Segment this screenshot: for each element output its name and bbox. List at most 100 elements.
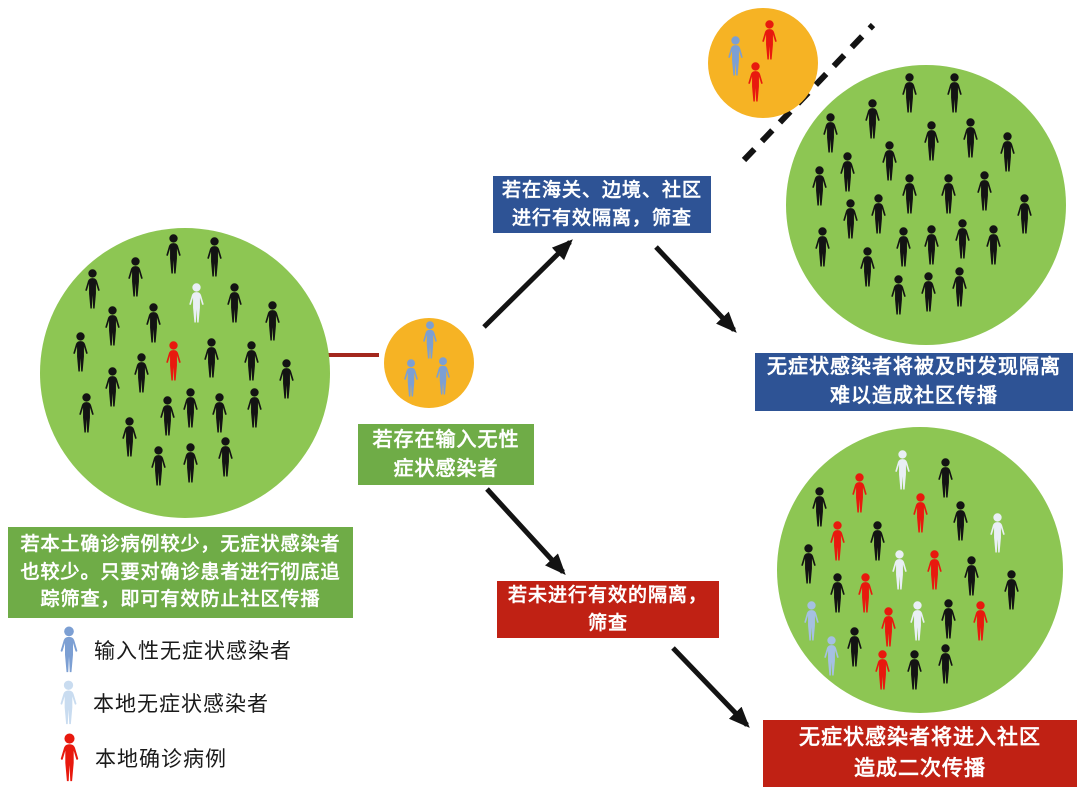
person-icon (202, 338, 221, 378)
red-outcome-box: 无症状感染者将进入社区 造成二次传播 (763, 720, 1077, 787)
legend-item: 本地无症状感染者 (58, 680, 269, 725)
person-icon (894, 227, 913, 267)
person-icon (58, 680, 79, 725)
red-condition-box: 若未进行有效的隔离， 筛查 (497, 581, 719, 638)
person-icon (868, 521, 887, 561)
person-icon (822, 636, 841, 676)
person-icon (880, 141, 899, 181)
bottomright-community-circle (777, 427, 1063, 713)
person-icon (421, 321, 439, 359)
person-icon (71, 332, 90, 372)
green-condition-box: 若存在输入无性 症状感染者 (358, 424, 534, 485)
person-icon (900, 73, 919, 113)
person-icon (799, 544, 818, 584)
person-icon (889, 275, 908, 315)
person-icon (919, 272, 938, 312)
person-icon (869, 194, 888, 234)
person-icon (187, 283, 206, 323)
person-icon (936, 644, 955, 684)
person-icon (939, 174, 958, 214)
person-icon (984, 225, 1003, 265)
person-icon (856, 573, 875, 613)
person-icon (873, 650, 892, 690)
person-icon (905, 650, 924, 690)
green-note-box: 若本土确诊病例较少，无症状感染者 也较少。只要对确诊患者进行彻底追 踪筛查，即可… (8, 527, 353, 618)
arrow-to-bottomright-community (671, 646, 750, 728)
person-icon (263, 301, 282, 341)
topright-community-circle (786, 65, 1066, 345)
legend-item: 本地确诊病例 (58, 733, 227, 782)
person-icon (925, 550, 944, 590)
person-icon (890, 550, 909, 590)
person-icon (760, 20, 779, 60)
person-icon (922, 121, 941, 161)
person-icon (893, 450, 912, 490)
person-icon (164, 341, 183, 381)
person-icon (858, 247, 877, 287)
person-icon (998, 132, 1017, 172)
person-icon (950, 267, 969, 307)
person-icon (939, 599, 958, 639)
person-icon (1002, 570, 1021, 610)
person-icon (810, 487, 829, 527)
person-icon (158, 396, 177, 436)
left-community-circle (40, 228, 330, 518)
person-icon (900, 174, 919, 214)
person-icon (936, 458, 955, 498)
person-icon (838, 152, 857, 192)
person-icon (58, 733, 81, 782)
person-icon (726, 36, 745, 76)
person-icon (746, 62, 765, 102)
person-icon (975, 171, 994, 211)
person-icon (810, 166, 829, 206)
person-icon (83, 269, 102, 309)
person-icon (945, 73, 964, 113)
person-icon (845, 627, 864, 667)
person-icon (242, 341, 261, 381)
arrow-to-red-condition (485, 487, 566, 575)
person-icon (922, 225, 941, 265)
person-icon (813, 227, 832, 267)
person-icon (216, 437, 235, 477)
person-icon (802, 601, 821, 641)
person-icon (863, 99, 882, 139)
person-icon (245, 388, 264, 428)
person-icon (103, 306, 122, 346)
blue-outcome-box: 无症状感染者将被及时发现隔离 难以造成社区传播 (755, 353, 1073, 411)
person-icon (821, 113, 840, 153)
person-icon (58, 626, 80, 673)
person-icon (988, 513, 1007, 553)
person-icon (953, 219, 972, 259)
person-icon (210, 393, 229, 433)
person-icon (149, 446, 168, 486)
person-icon (879, 607, 898, 647)
person-icon (132, 353, 151, 393)
blue-condition-box: 若在海关、边境、社区 进行有效隔离，筛查 (493, 176, 711, 233)
person-icon (951, 501, 970, 541)
legend-item-label: 输入性无症状感染者 (94, 639, 292, 663)
person-icon (911, 493, 930, 533)
person-icon (1015, 194, 1034, 234)
person-icon (828, 573, 847, 613)
person-icon (103, 367, 122, 407)
person-icon (961, 118, 980, 158)
person-icon (850, 473, 869, 513)
person-icon (434, 357, 452, 395)
topright-imported-circle (708, 8, 818, 118)
person-icon (971, 601, 990, 641)
person-icon (277, 359, 296, 399)
person-icon (828, 521, 847, 561)
person-icon (181, 388, 200, 428)
legend-item: 输入性无症状感染者 (58, 626, 292, 673)
person-icon (120, 417, 139, 457)
person-icon (144, 303, 163, 343)
person-icon (402, 359, 420, 397)
person-icon (205, 237, 224, 277)
person-icon (841, 199, 860, 239)
person-icon (225, 283, 244, 323)
person-icon (164, 234, 183, 274)
arrow-to-blue-condition (482, 239, 573, 329)
person-icon (126, 257, 145, 297)
legend-item-label: 本地确诊病例 (95, 747, 227, 771)
person-icon (181, 443, 200, 483)
